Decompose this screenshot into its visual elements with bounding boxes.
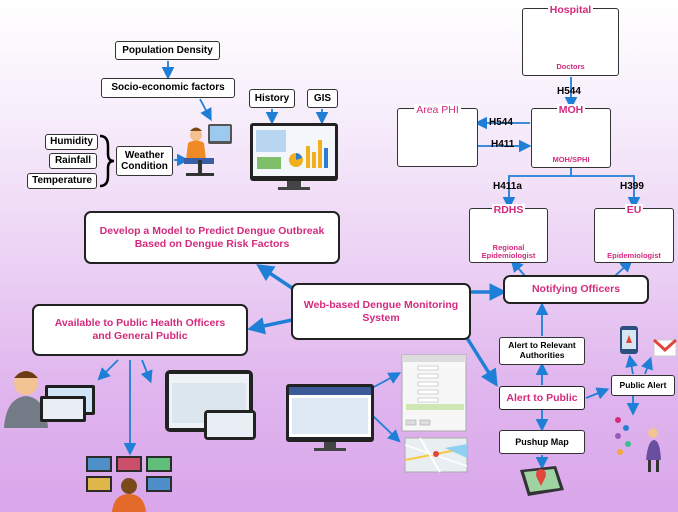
tablet-devices-illustration — [165, 370, 256, 440]
weather-brace — [99, 134, 115, 188]
dashboard-monitor — [250, 123, 338, 190]
weather-condition-label: Weather Condition — [121, 149, 168, 173]
map-screenshot — [404, 437, 468, 473]
arrow-publicalert-to-gmail — [641, 356, 653, 375]
arrow-monitor-to-map — [371, 414, 401, 443]
moh-label: MOH — [556, 104, 586, 117]
control-room-illustration — [86, 456, 172, 512]
rdhs-box: RDHS — [469, 204, 548, 263]
public-user-illustration — [4, 371, 95, 428]
humidity-box: Humidity — [45, 134, 98, 150]
moh-box: MOH — [531, 104, 611, 168]
arrow-moh-to-rdhs — [502, 168, 572, 210]
available-public-box: Available to Public Health Officers and … — [32, 304, 248, 356]
humidity-label: Humidity — [50, 136, 93, 148]
temperature-box: Temperature — [27, 173, 97, 189]
arrow-publicalert-to-phone — [625, 354, 638, 375]
web-system-label: Web-based Dengue Monitoring System — [303, 298, 459, 324]
arrow-public-to-user — [97, 359, 119, 381]
arrow-alert-to-publicalert — [585, 387, 610, 400]
web-system-monitor — [286, 384, 374, 451]
h411a-label: H411a — [493, 181, 522, 192]
public-alert-icons — [615, 326, 678, 472]
h399-label: H399 — [620, 181, 644, 192]
gis-box: GIS — [307, 89, 338, 108]
epidemiologist-label: Epidemiologist — [607, 251, 661, 260]
arrow-notify-to-eu — [614, 259, 633, 277]
hospital-box: Hospital — [522, 4, 619, 76]
notifying-officers-box: Notifying Officers — [503, 275, 649, 304]
arrow-moh-to-eu — [571, 175, 641, 210]
rainfall-box: Rainfall — [49, 153, 97, 169]
temperature-label: Temperature — [32, 175, 92, 187]
alert-authorities-label: Alert to Relevant Authorities — [508, 340, 576, 360]
area-phi-box: Area PHI — [397, 104, 478, 167]
public-alert-box: Public Alert — [611, 375, 675, 396]
alert-public-box: Alert to Public — [499, 386, 585, 410]
form-screenshot — [401, 354, 467, 432]
socio-economic-label: Socio-economic factors — [111, 82, 225, 94]
history-box: History — [249, 89, 295, 108]
develop-model-box: Develop a Model to Predict Dengue Outbre… — [84, 211, 340, 264]
area-phi-label: Area PHI — [414, 104, 461, 117]
analyst-illustration — [184, 124, 232, 176]
regional-epidemiologist-label: Regional Epidemiologist — [481, 243, 536, 261]
eu-label: EU — [624, 204, 644, 217]
doctors-label: Doctors — [556, 62, 585, 71]
socio-economic-box: Socio-economic factors — [101, 78, 235, 98]
arrow-public-to-devices — [140, 359, 153, 384]
develop-model-label: Develop a Model to Predict Dengue Outbre… — [99, 224, 325, 250]
arrow-notify-to-rdhs — [510, 259, 526, 277]
pushup-map-label: Pushup Map — [515, 436, 569, 447]
pushup-map-box: Pushup Map — [499, 430, 585, 454]
arrow-socio-to-analyst — [199, 98, 212, 122]
history-label: History — [254, 92, 290, 104]
arrow-web-to-public — [247, 317, 293, 335]
population-density-label: Population Density — [122, 44, 213, 56]
arrow-monitor-to-form — [371, 372, 402, 389]
notifying-officers-label: Notifying Officers — [531, 283, 621, 296]
moh-sphi-label: MOH/SPHI — [552, 155, 590, 164]
h544-top-label: H544 — [557, 86, 581, 97]
population-density-box: Population Density — [115, 41, 220, 60]
alert-authorities-box: Alert to Relevant Authorities — [499, 337, 585, 365]
rainfall-label: Rainfall — [54, 155, 92, 167]
hospital-label: Hospital — [547, 4, 594, 17]
map-phone-illustration — [520, 466, 564, 496]
rdhs-label: RDHS — [491, 204, 526, 217]
eu-box: EU — [594, 204, 674, 263]
h411-label: H411 — [491, 139, 515, 150]
h544-left-label: H544 — [489, 117, 513, 128]
weather-condition-box: Weather Condition — [116, 146, 173, 176]
web-system-box: Web-based Dengue Monitoring System — [291, 283, 471, 340]
available-public-label: Available to Public Health Officers and … — [54, 317, 226, 342]
gis-label: GIS — [313, 92, 332, 104]
public-alert-label: Public Alert — [619, 379, 667, 390]
arrow-web-to-model — [256, 264, 296, 292]
alert-public-label: Alert to Public — [506, 391, 578, 404]
